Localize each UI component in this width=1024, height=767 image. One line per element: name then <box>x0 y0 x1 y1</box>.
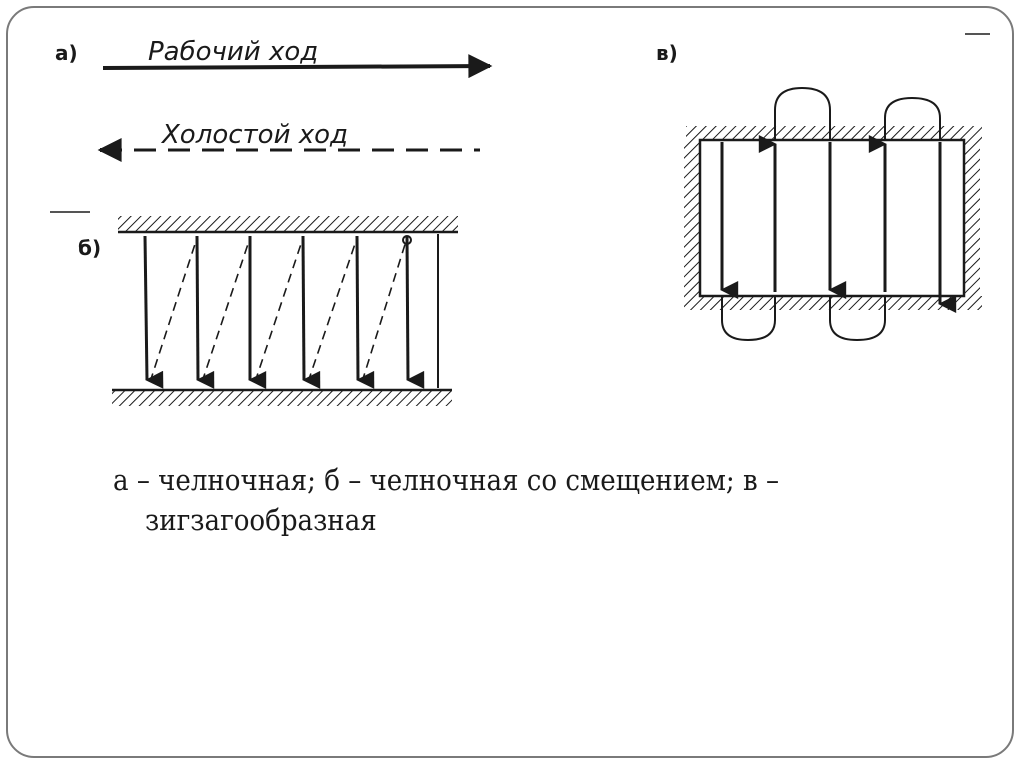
work-arrow <box>301 235 321 389</box>
bottom-turn-loop <box>721 296 776 342</box>
panel-c: в) <box>656 33 990 342</box>
panel-b: б) <box>78 216 458 406</box>
work-arrow <box>405 235 425 389</box>
start-point-marker <box>402 235 412 245</box>
idle-return-line <box>254 237 304 383</box>
panel-b-label: б) <box>78 236 101 260</box>
panel-a-label: а) <box>55 41 78 65</box>
work-arrow <box>195 235 215 389</box>
idle-return-line <box>307 237 358 383</box>
panel-c-label: в) <box>656 41 678 65</box>
work-arrow <box>143 235 164 389</box>
left-wall-hatch <box>684 140 700 296</box>
work-arrow <box>355 235 375 389</box>
work-area-border <box>698 138 966 298</box>
idle-return-line <box>361 237 408 383</box>
caption-line-1: а – челночная; б – челночная со смещение… <box>113 463 780 497</box>
top-turn-loop <box>884 96 941 140</box>
bottom-wall-hatch <box>684 296 982 310</box>
caption-line-2: зигзагообразная <box>145 503 377 537</box>
top-turn-loop <box>774 86 831 140</box>
bottom-boundary-hatch <box>112 390 452 406</box>
idle-stroke-label: Холостой ход <box>160 120 348 150</box>
top-boundary-hatch <box>118 216 458 232</box>
bottom-turn-loop <box>829 296 886 342</box>
right-wall-hatch <box>964 140 980 296</box>
panel-a: а) Рабочий ход Холостой ход <box>50 37 493 213</box>
top-wall-hatch <box>686 126 982 140</box>
figure-caption: а – челночная; б – челночная со смещение… <box>113 460 933 540</box>
working-stroke-label: Рабочий ход <box>148 37 318 67</box>
working-stroke-arrow <box>102 54 493 79</box>
idle-return-line <box>149 237 198 383</box>
idle-return-line <box>201 237 251 383</box>
